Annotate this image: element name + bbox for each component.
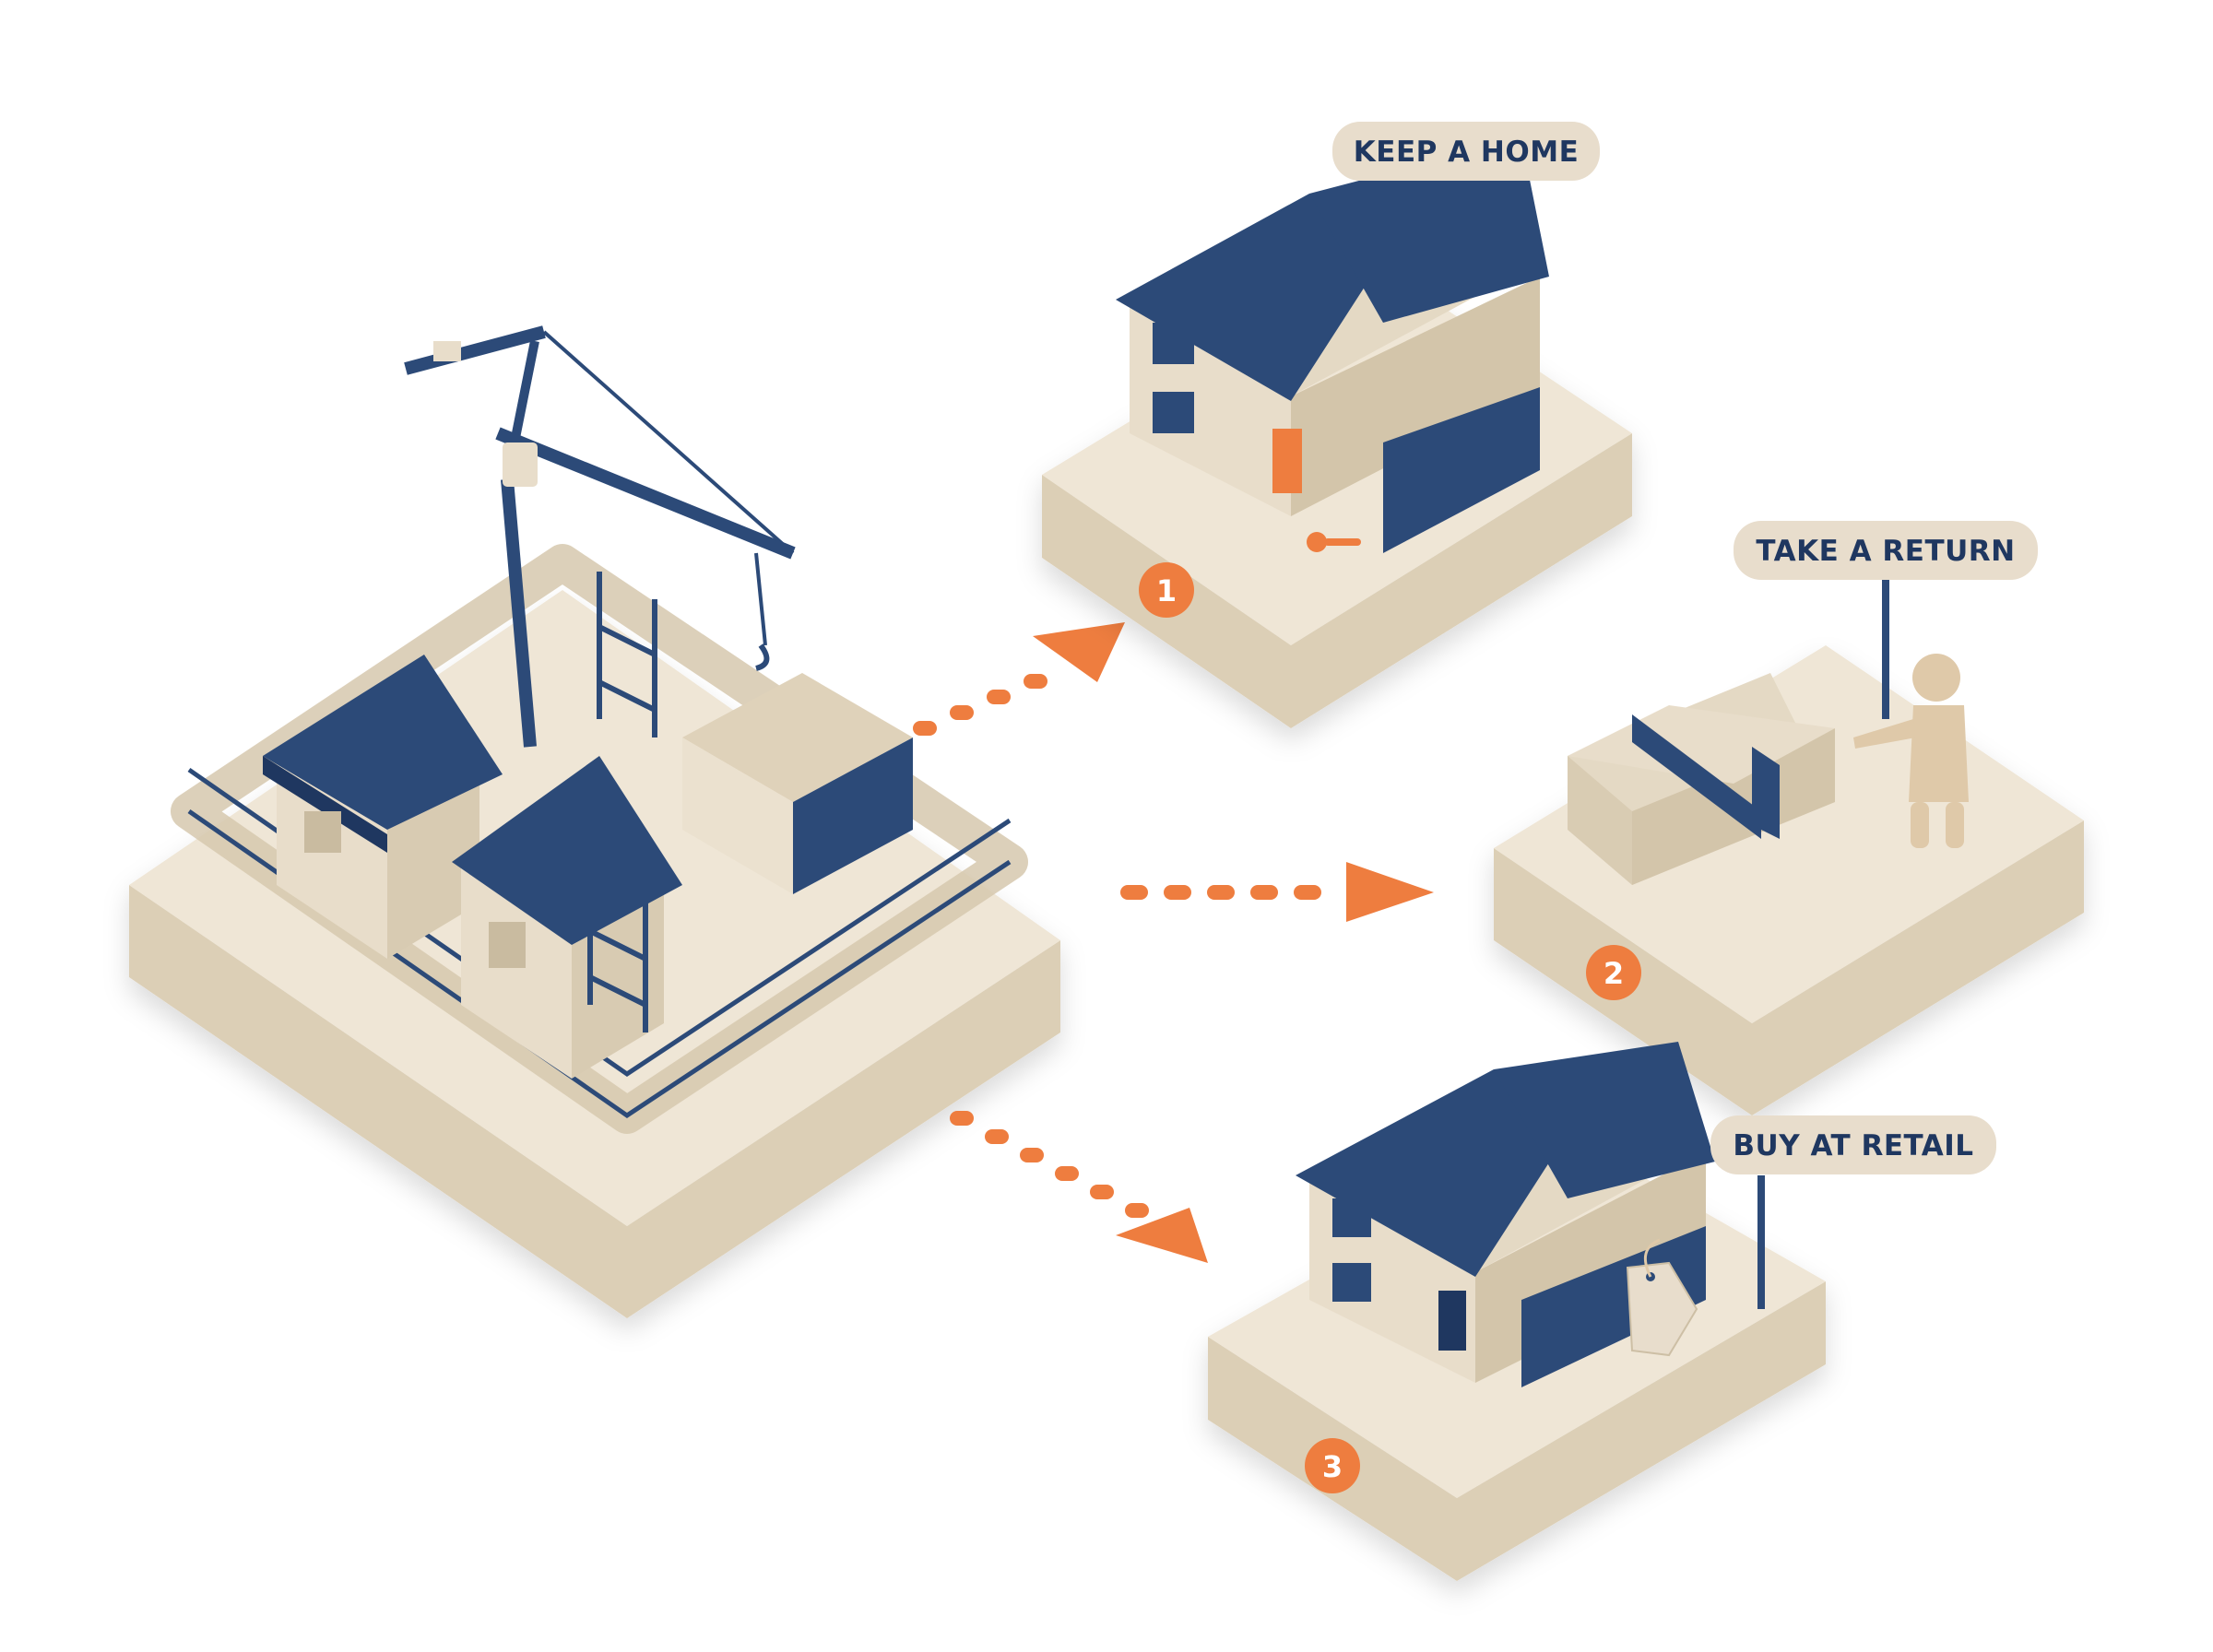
option-3-label: BUY AT RETAIL xyxy=(1733,1129,1973,1162)
option-2-number: 2 xyxy=(1604,956,1624,991)
option-3-house xyxy=(1296,1042,1715,1387)
option-3-number: 3 xyxy=(1322,1449,1343,1484)
site-frame-box xyxy=(682,673,913,894)
price-tag-icon xyxy=(1626,1238,1698,1357)
key-icon xyxy=(1307,532,1361,552)
option-2-badge: 2 xyxy=(1586,945,1641,1000)
arrow-to-option-1 xyxy=(913,622,1125,736)
construction-crane-icon xyxy=(404,325,796,748)
option-1-sign: KEEP A HOME xyxy=(1332,122,1600,254)
option-3-badge: 3 xyxy=(1305,1438,1360,1493)
option-1-house xyxy=(1116,138,1549,553)
site-house-left xyxy=(263,655,503,959)
option-1-badge: 1 xyxy=(1139,562,1194,618)
option-1-label: KEEP A HOME xyxy=(1354,136,1580,169)
option-3-sign: BUY AT RETAIL xyxy=(1710,1115,1996,1309)
person-figure xyxy=(1853,654,1969,848)
option-2-label: TAKE A RETURN xyxy=(1756,535,2015,568)
scaffold xyxy=(587,572,657,1032)
option-2-sign: TAKE A RETURN xyxy=(1734,521,2038,719)
money-stack-icon xyxy=(1568,673,1835,885)
option-1-number: 1 xyxy=(1156,573,1177,608)
arrow-to-option-3 xyxy=(950,1111,1208,1263)
arrow-to-option-2 xyxy=(1120,862,1434,922)
